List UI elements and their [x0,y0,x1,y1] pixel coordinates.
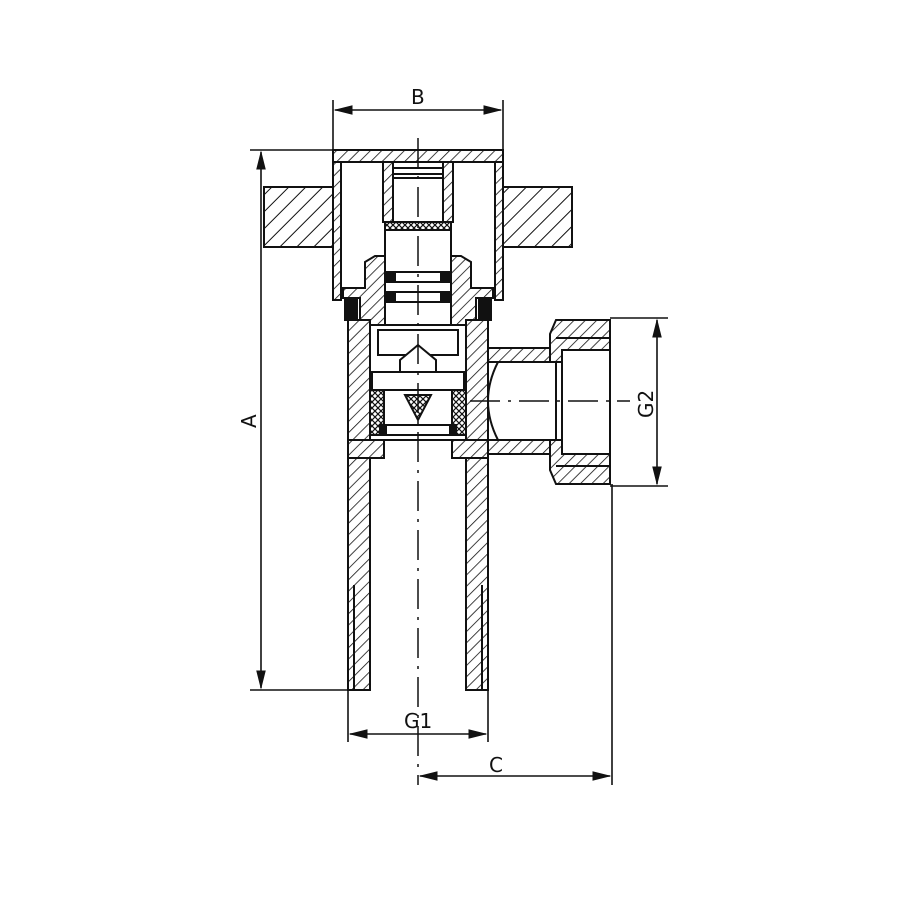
body-wall-left-upper [347,319,371,441]
outlet-nut-bottom [549,439,611,485]
dimension-lines [250,100,668,785]
seal-left [369,389,385,436]
bonnet-nut-right [450,255,494,326]
label-A: A [237,414,261,428]
body-partition-left [347,439,385,459]
inlet-wall-left [347,457,371,691]
spindle-socket-right [442,161,454,223]
outlet-nut-top [549,319,611,363]
inlet-wall-right [465,457,489,691]
bonnet-nut-left [342,255,386,326]
spindle-socket-left [382,161,394,223]
label-C: C [489,753,503,777]
label-B: B [411,85,425,109]
outlet-wall-top [487,347,557,363]
seal-right [451,389,467,436]
label-G2: G2 [634,390,658,418]
handle-wing-right [502,186,573,248]
valve-body [263,149,611,691]
body-wall-right-upper [465,319,489,441]
center-lines [417,138,630,785]
handle-cap-right-wall [494,161,504,301]
label-G1: G1 [404,709,432,733]
outlet-wall-bottom [487,439,557,455]
handle-wing-left [263,186,334,248]
body-partition-right [451,439,489,459]
handle-cap-left-wall [332,161,342,301]
